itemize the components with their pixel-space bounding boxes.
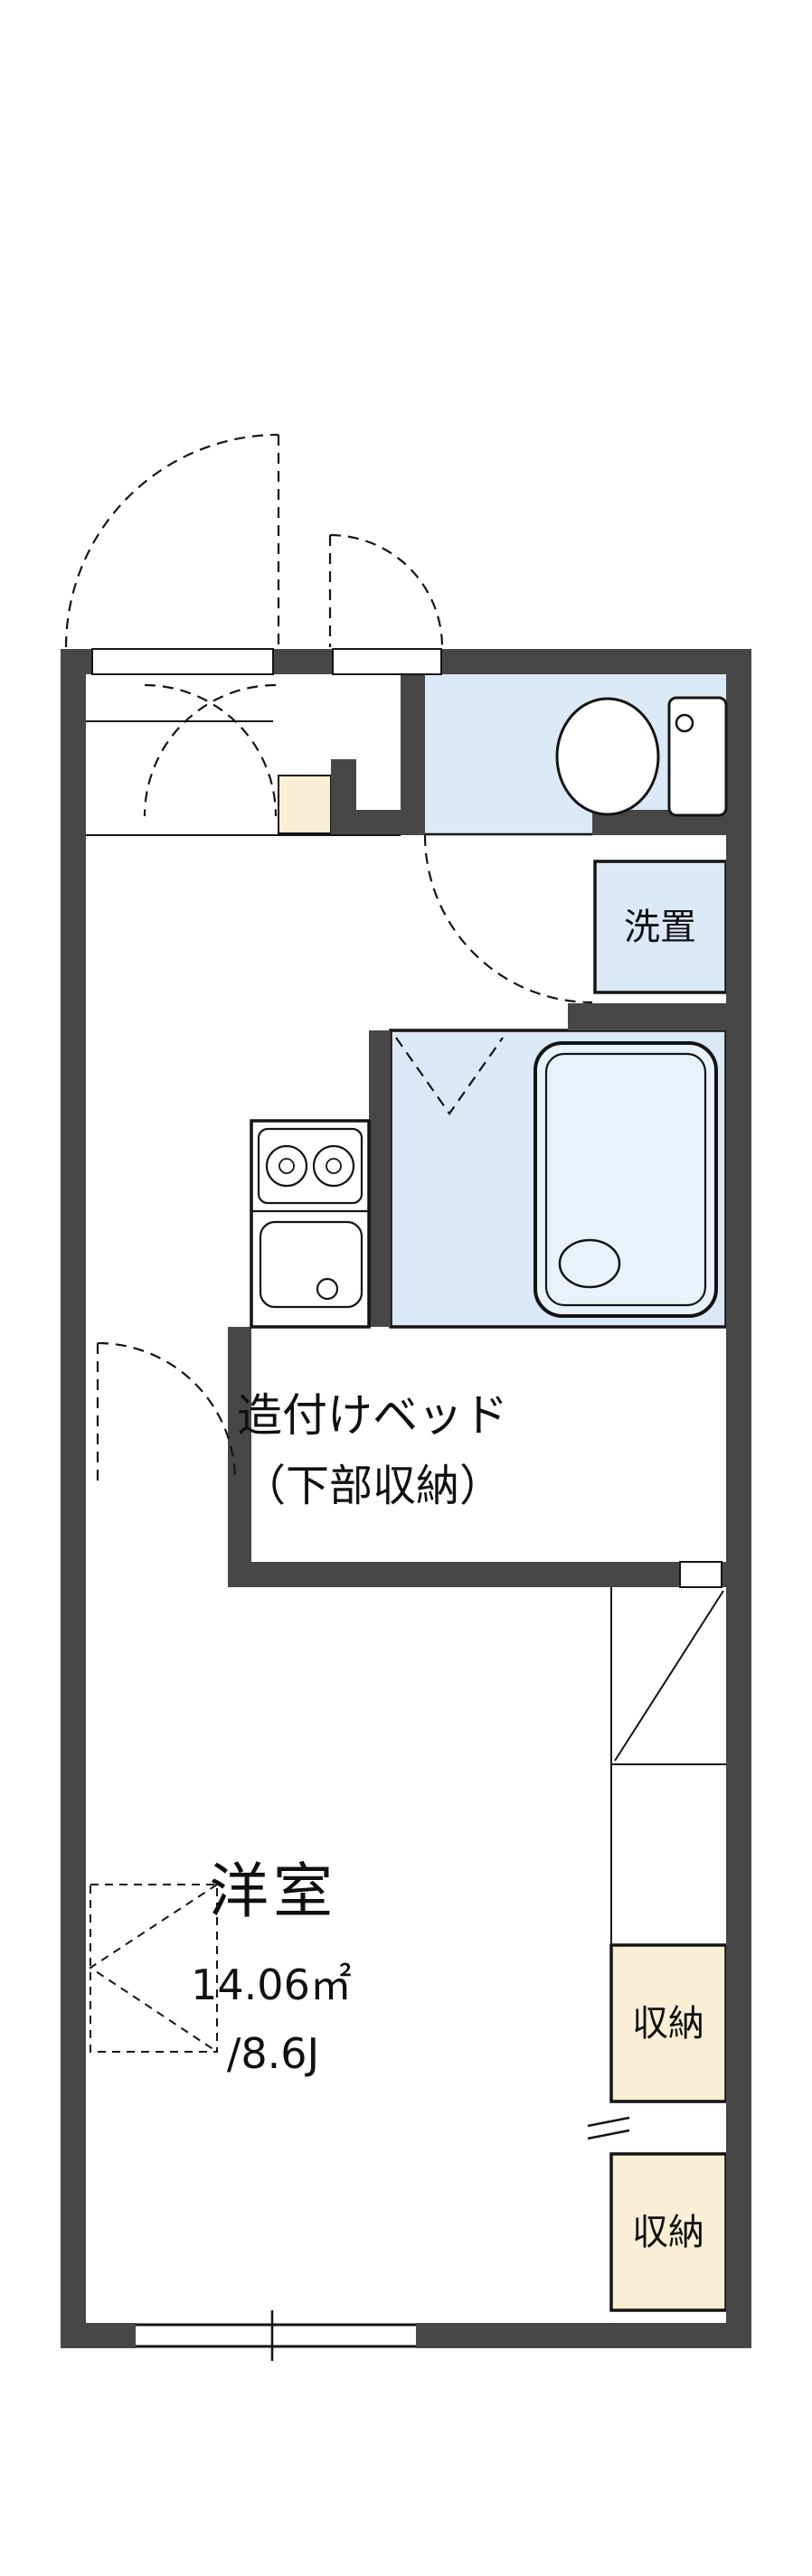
genkan-door-arc-a <box>144 683 278 817</box>
loft-structure <box>587 1587 726 2140</box>
toilet-bowl <box>555 697 660 816</box>
stove-burner-left-center <box>279 1158 295 1174</box>
room-area-m2-label: 14.06㎡ <box>191 1960 352 2009</box>
bath-drain <box>558 1238 621 1289</box>
wall-right <box>726 649 751 2348</box>
wall-entry-stub-h <box>356 810 401 835</box>
wall-bed-left <box>228 1327 251 1587</box>
bathtub-inner <box>544 1052 707 1307</box>
wall-top-left <box>61 649 92 674</box>
wall-top-middle <box>273 649 333 674</box>
storage-lower-label: 収納 <box>632 2212 704 2253</box>
sink-drain <box>316 1277 339 1301</box>
storage-units <box>278 775 728 2312</box>
door-swings <box>64 433 593 1481</box>
bathroom-folding-door <box>395 1037 504 1115</box>
entrance-opening <box>91 648 274 675</box>
openings <box>91 648 722 1588</box>
wall-bed-bottom <box>228 1562 680 1587</box>
wall-under-laundry <box>568 1003 726 1030</box>
storage-upper-box <box>609 1943 728 2103</box>
storage-upper-label: 収納 <box>632 2003 704 2045</box>
stove-panel <box>257 1127 364 1205</box>
built-in-bed-label: 造付けベッド <box>237 1389 508 1442</box>
toilet-fixture <box>555 696 728 817</box>
furniture-outline <box>89 1884 218 2053</box>
wall-entry-stub-v <box>331 759 356 835</box>
genkan-door-arc-b <box>143 683 277 817</box>
wall-left <box>61 649 86 2348</box>
wall-bed-bottom-end <box>722 1562 726 1587</box>
room-area-tatami-label: /8.6J <box>226 2029 320 2078</box>
wall-kitchen-bath <box>369 1030 391 1327</box>
storage-tick-1 <box>587 2116 630 2128</box>
toilet-tank <box>667 696 728 817</box>
stove-burner-left <box>265 1144 308 1188</box>
toilet-door-arc <box>423 834 593 1004</box>
room-name-label: 洋室 <box>209 1857 337 1926</box>
bed-wall-gap <box>679 1561 722 1588</box>
stove-burner-right-center <box>326 1158 342 1174</box>
wall-top-right <box>441 649 751 674</box>
entrance-door-arc <box>64 433 279 648</box>
window <box>136 2310 416 2361</box>
structure-lines <box>86 720 592 836</box>
entrance-sub-door-arc <box>329 533 444 648</box>
kitchen-sink <box>259 1220 364 1309</box>
wall-bottom-left <box>61 2323 136 2348</box>
loft-diagonal-line <box>614 1590 724 1762</box>
wall-toilet-left <box>401 674 425 835</box>
furniture-dashed-box <box>90 1884 218 2053</box>
storage-tick-2 <box>587 2129 630 2140</box>
entrance-sub-opening <box>332 648 442 675</box>
shoe-cabinet <box>278 775 332 834</box>
laundry-label: 洗置 <box>624 907 696 948</box>
walls <box>61 649 751 2348</box>
bathtub <box>533 1041 718 1318</box>
furniture-arrow <box>89 1884 218 2053</box>
bed-storage-sublabel: （下部収納） <box>241 1461 504 1511</box>
bathtub-outer <box>533 1041 718 1318</box>
laundry-space-box <box>593 860 728 994</box>
kitchen-unit <box>250 1119 371 1329</box>
toilet-flush-button <box>675 713 694 733</box>
stove-burner-right <box>312 1144 355 1188</box>
wall-bottom-right <box>416 2323 751 2348</box>
storage-lower-box <box>609 2152 728 2312</box>
room-door-arc <box>97 1341 237 1481</box>
